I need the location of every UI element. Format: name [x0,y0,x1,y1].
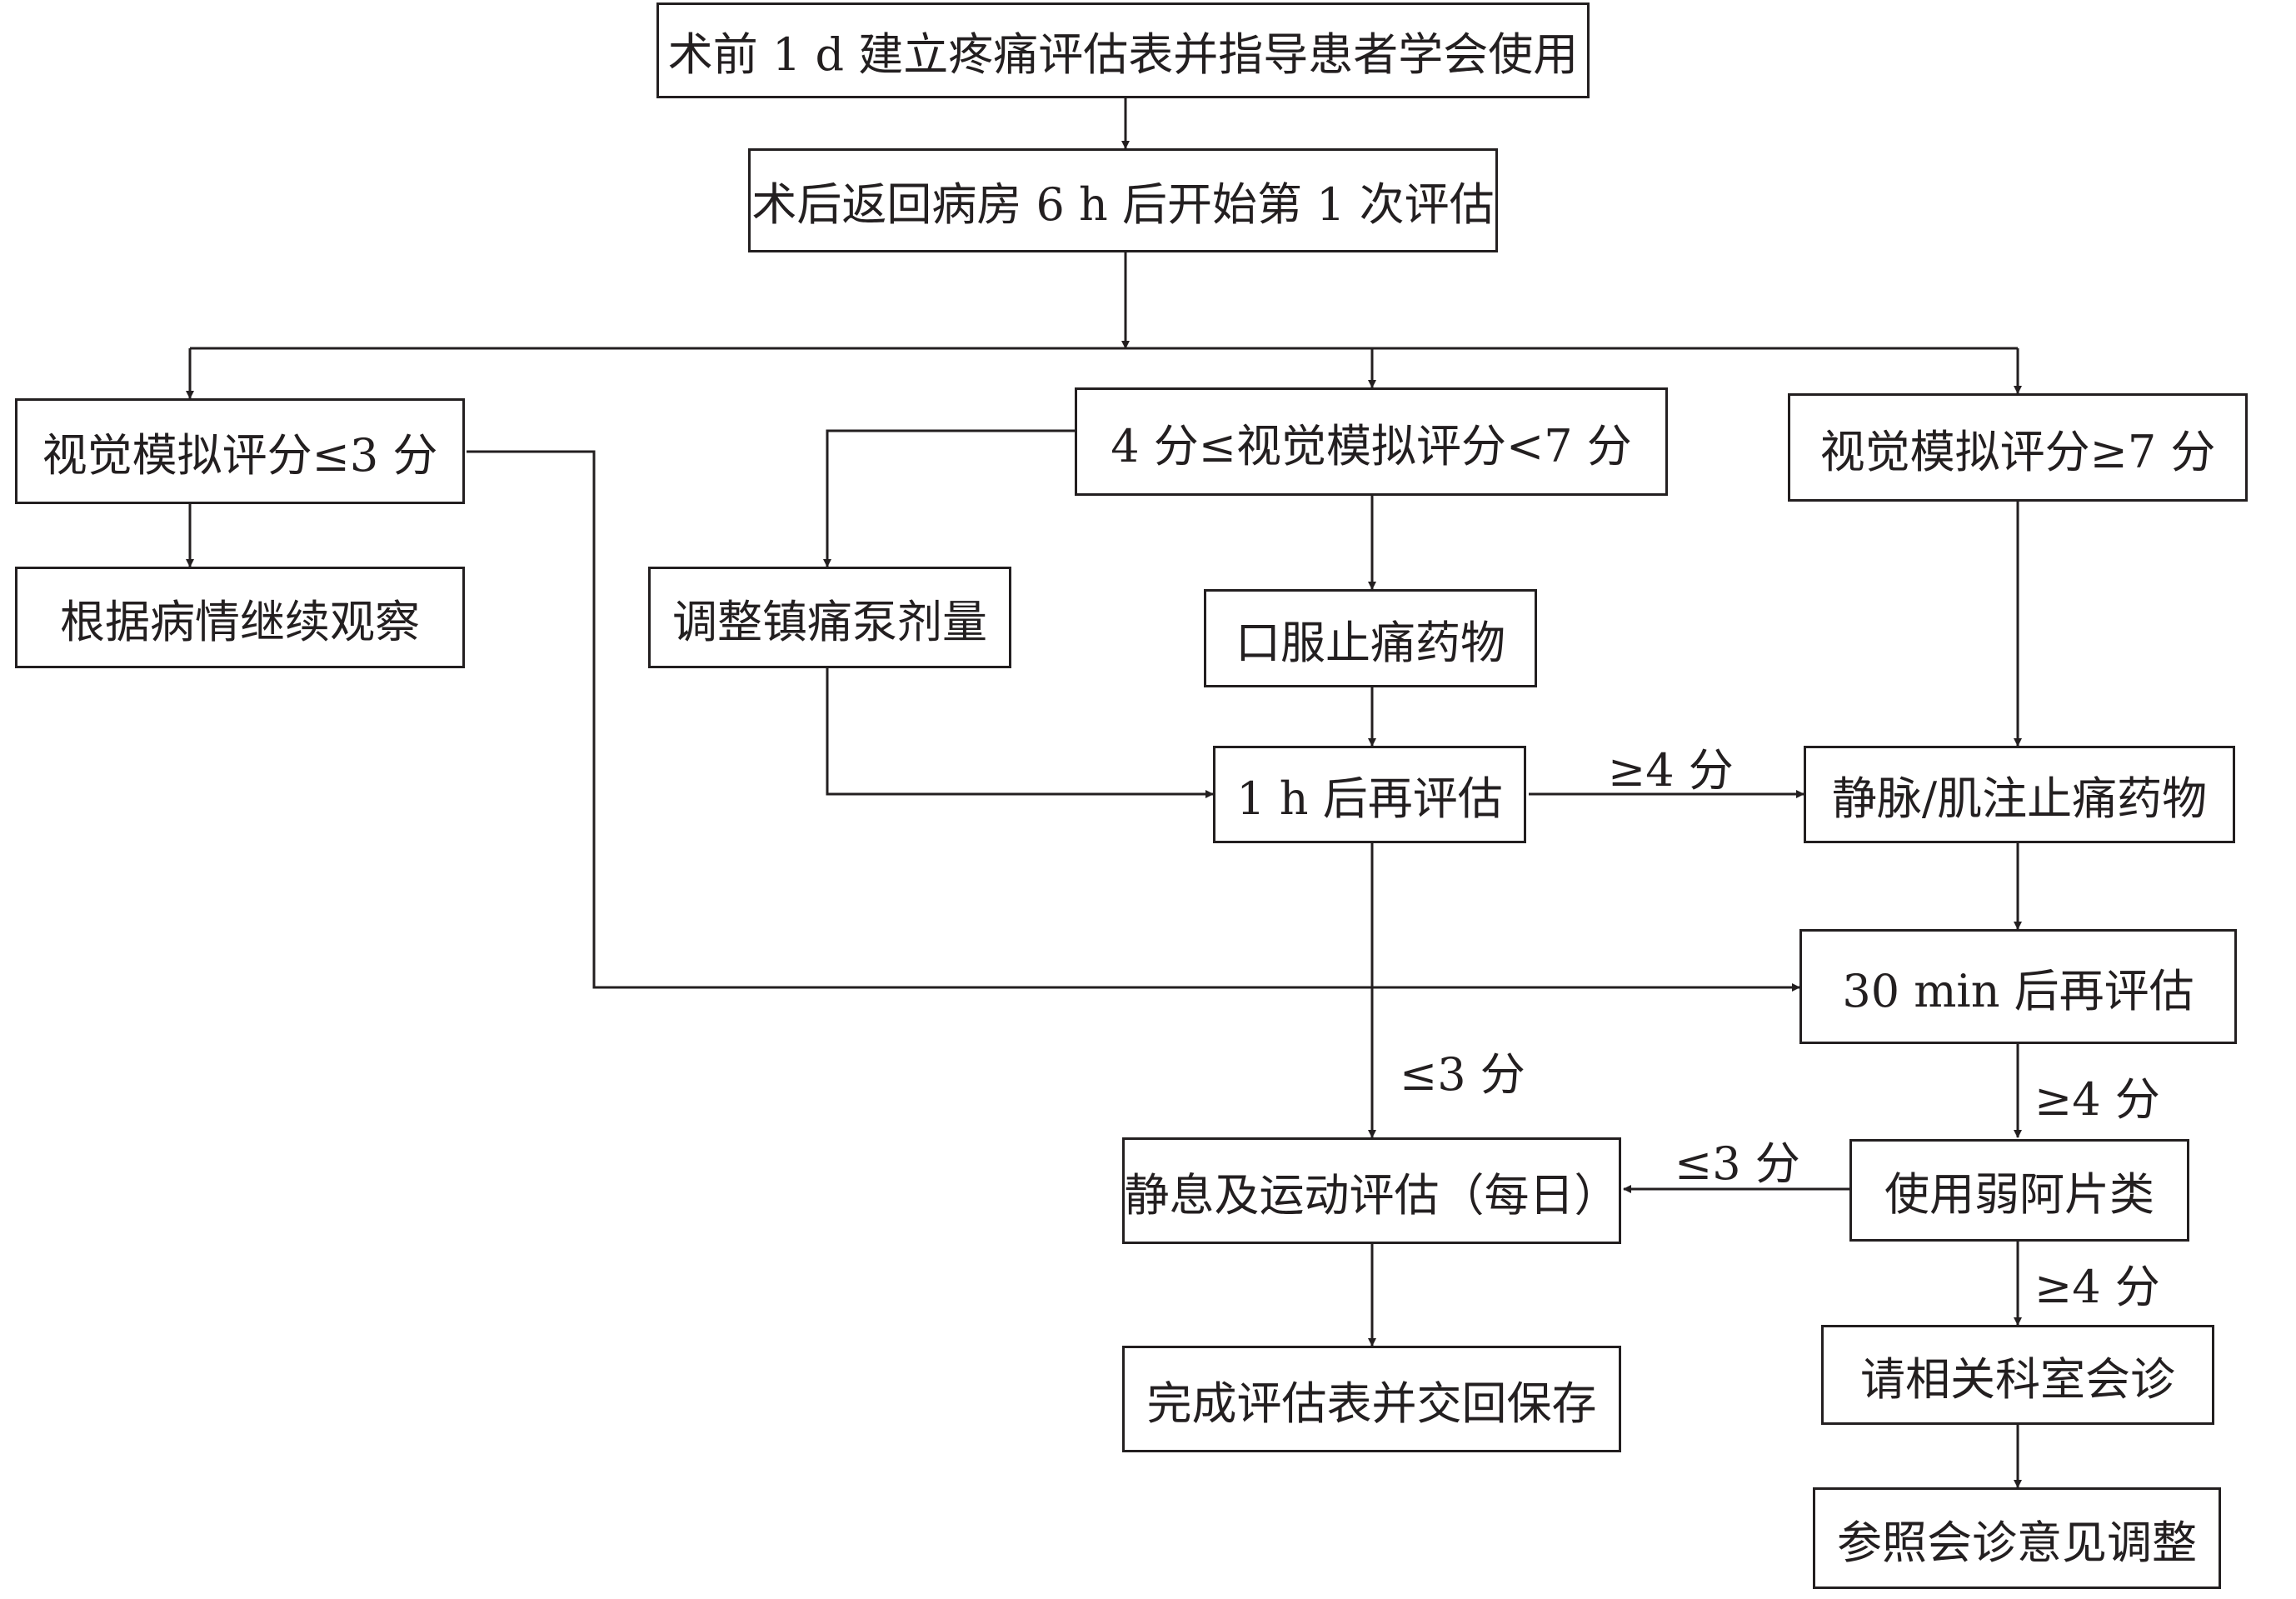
continue-observe-box: 根据病情继续观察 [15,567,465,668]
oral-analgesic-box: 口服止痛药物 [1204,589,1537,687]
iv-im-analgesic-box: 静脉/肌注止痛药物 [1804,746,2235,843]
complete-form-box: 完成评估表并交回保存 [1122,1346,1621,1452]
vas-mid-box: 4 分≤视觉模拟评分<7 分 [1075,387,1668,496]
edge-label-to-rest: ≤3 分 [1400,1048,1525,1101]
weak-opioid-box: 使用弱阿片类 [1849,1139,2189,1242]
edge-adjust-reassess1h [826,668,1214,798]
adjust-pump-dose-box: 调整镇痛泵剂量 [648,567,1011,668]
edge-label-to-opioid: ≥4 分 [2034,1073,2160,1126]
edge-label-to-iv: ≥4 分 [1608,744,1734,797]
edge-low-reassess30 [467,450,1800,992]
reassess-30min-box: 30 min 后再评估 [1799,929,2237,1044]
adjust-per-consult-box: 参照会诊意见调整 [1813,1487,2221,1589]
vas-low-box: 视觉模拟评分≤3 分 [15,398,465,504]
consult-department-box: 请相关科室会诊 [1821,1325,2214,1425]
edge-label-opioid-to-rest: ≤3 分 [1675,1137,1800,1190]
rest-motion-assessment-box: 静息及运动评估（每日） [1122,1137,1621,1244]
reassess-1h-box: 1 h 后再评估 [1213,746,1526,843]
postop-first-assessment-box: 术后返回病房 6 h 后开始第 1 次评估 [748,148,1498,252]
edge-mid-adjust [823,429,1075,567]
edge-label-to-consult: ≥4 分 [2034,1261,2160,1313]
vas-high-box: 视觉模拟评分≥7 分 [1788,393,2248,502]
preop-setup-box: 术前 1 d 建立疼痛评估表并指导患者学会使用 [656,2,1590,98]
